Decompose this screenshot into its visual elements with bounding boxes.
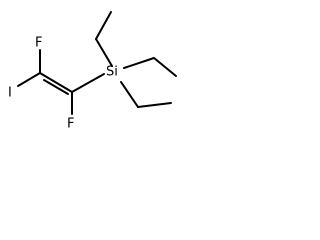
bond-c2-si — [71, 73, 105, 93]
atom-fluorine-top: F — [35, 36, 42, 51]
bond-si-ethyl2-a — [123, 57, 155, 69]
structure-diagram: F I F Si — [0, 0, 182, 142]
atom-silicon: Si — [106, 65, 118, 80]
atom-iodine: I — [8, 86, 12, 101]
bond-si-ethyl1-a — [95, 38, 113, 67]
molecule-svg: F I F Si — [8, 11, 177, 132]
bond-si-ethyl2-b — [153, 57, 177, 77]
bond-c1-i — [17, 72, 41, 87]
bond-si-ethyl3-b — [137, 102, 172, 108]
bond-si-ethyl1-b — [95, 11, 112, 40]
bond-si-ethyl3-a — [120, 81, 139, 108]
atom-fluorine-bottom: F — [67, 117, 74, 132]
bond-c1-c2-inner — [43, 79, 69, 95]
bond-c1-c2-outer — [39, 72, 73, 93]
